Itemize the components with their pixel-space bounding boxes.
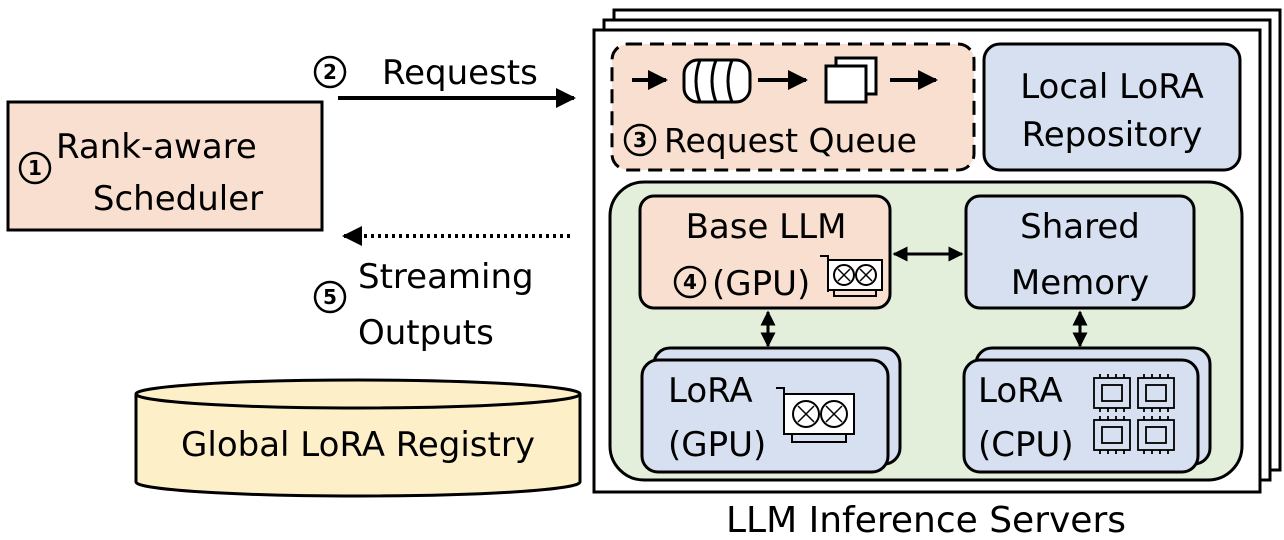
step-5-badge — [313, 280, 347, 314]
scheduler-line1: Rank-aware — [56, 127, 257, 167]
requests-flow: 2 Requests — [313, 53, 576, 108]
lora-gpu-line1: LoRA — [668, 371, 753, 411]
global-lora-registry: Global LoRA Registry — [134, 378, 582, 498]
lora-cpu-line1: LoRA — [978, 371, 1063, 411]
lora-cpu-stack: LoRA (CPU) — [962, 346, 1212, 474]
lora-gpu-line2: (GPU) — [668, 425, 766, 465]
requests-label: Requests — [382, 53, 538, 93]
servers-caption: LLM Inference Servers — [726, 500, 1126, 540]
shared-memory-line2: Memory — [1011, 263, 1149, 303]
step-4-badge — [673, 265, 707, 299]
gpu-card-icon — [776, 387, 855, 443]
gpu-card-icon — [820, 255, 883, 297]
streaming-outputs-flow: 5 Streaming Outputs — [313, 226, 570, 353]
lora-gpu-stack: LoRA (GPU) — [640, 346, 902, 474]
request-queue-box: 3 Request Queue — [610, 42, 976, 172]
queue-stack-icon — [824, 56, 878, 104]
global-registry-label: Global LoRA Registry — [181, 425, 535, 465]
local-repo-line2: Repository — [1022, 115, 1203, 155]
local-lora-repository: Local LoRA Repository — [982, 42, 1242, 172]
step-3-badge — [623, 123, 657, 157]
step-1-number: 1 — [28, 156, 42, 180]
rank-aware-scheduler: 1 Rank-aware Scheduler — [6, 100, 324, 232]
streaming-line1: Streaming — [358, 257, 534, 297]
step-2-number: 2 — [323, 60, 337, 84]
step-4-number: 4 — [683, 270, 697, 294]
base-llm-line2: (GPU) — [712, 264, 810, 304]
queue-cylinder-icon — [682, 58, 752, 104]
step-5-number: 5 — [323, 285, 337, 309]
shared-memory-line1: Shared — [1020, 207, 1140, 247]
shared-memory-box: Shared Memory — [964, 194, 1196, 310]
request-queue-label: Request Queue — [664, 121, 917, 160]
step-3-number: 3 — [633, 128, 647, 152]
step-2-badge — [313, 55, 347, 89]
scheduler-line2: Scheduler — [93, 179, 263, 219]
local-repo-line1: Local LoRA — [1020, 67, 1204, 107]
step-1-badge — [18, 151, 52, 185]
cpu-chip-icon — [1093, 374, 1175, 454]
base-llm-line1: Base LLM — [686, 207, 847, 247]
base-llm-box: Base LLM 4 (GPU) — [638, 194, 892, 310]
streaming-line2: Outputs — [358, 313, 494, 353]
lora-cpu-line2: (CPU) — [978, 425, 1074, 465]
